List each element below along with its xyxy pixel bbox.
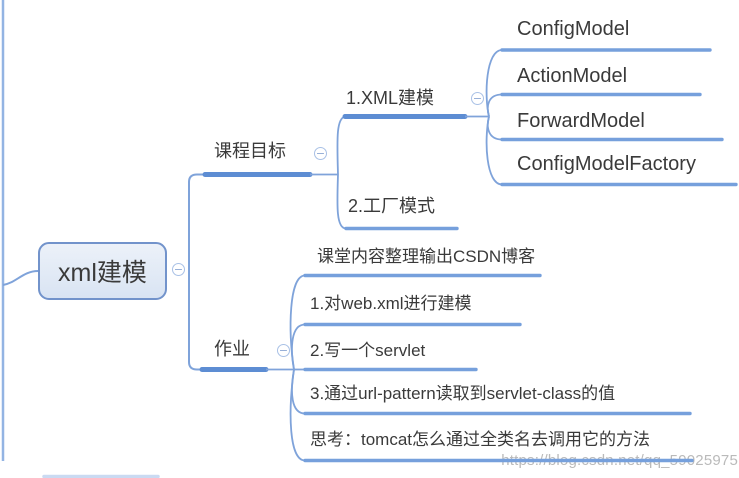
node-configmodel[interactable]: ConfigModel <box>517 18 630 40</box>
collapse-button-course-goals[interactable]: − <box>314 147 327 160</box>
collapse-button-root[interactable]: − <box>172 263 185 276</box>
connector-to-actionmodel <box>486 93 503 117</box>
node-hw-webxml[interactable]: 1.对web.xml进行建模 <box>310 294 472 313</box>
connector-to-hw-webxml <box>291 323 306 370</box>
connector-left-to-root <box>2 270 39 286</box>
connector-to-configmodelfactory <box>485 116 503 186</box>
collapse-button-xml-modeling[interactable]: − <box>471 92 484 105</box>
connector-to-forwardmodel <box>486 116 503 141</box>
node-hw-csdn-blog[interactable]: 课堂内容整理输出CSDN博客 <box>317 247 536 266</box>
node-forwardmodel[interactable]: ForwardModel <box>517 110 645 132</box>
node-xml-modeling[interactable]: 1.XML建模 <box>346 88 435 108</box>
minus-icon: − <box>472 91 483 105</box>
node-homework[interactable]: 作业 <box>214 339 250 359</box>
minus-icon: − <box>315 146 326 160</box>
node-actionmodel[interactable]: ActionModel <box>517 65 628 87</box>
node-hw-servlet[interactable]: 2.写一个servlet <box>310 341 426 360</box>
connector-root-bracket <box>188 173 203 371</box>
node-factory-pattern[interactable]: 2.工厂模式 <box>348 196 436 216</box>
minus-icon: − <box>173 262 184 276</box>
collapse-button-homework[interactable]: − <box>277 344 290 357</box>
connector-to-hw-think-tomcat <box>289 369 306 462</box>
minus-icon: − <box>278 343 289 357</box>
node-course-goals[interactable]: 课程目标 <box>214 141 286 161</box>
connector-to-factory-pattern <box>336 174 347 230</box>
connector-to-configmodel <box>485 49 503 117</box>
root-node[interactable]: xml建模 <box>38 242 167 300</box>
connector-to-xml-modeling <box>336 115 347 175</box>
node-hw-urlpattern[interactable]: 3.通过url-pattern读取到servlet-class的值 <box>310 384 616 403</box>
node-hw-think-tomcat[interactable]: 思考：tomcat怎么通过全类名去调用它的方法 <box>310 430 651 449</box>
node-configmodelfactory[interactable]: ConfigModelFactory <box>517 153 696 175</box>
